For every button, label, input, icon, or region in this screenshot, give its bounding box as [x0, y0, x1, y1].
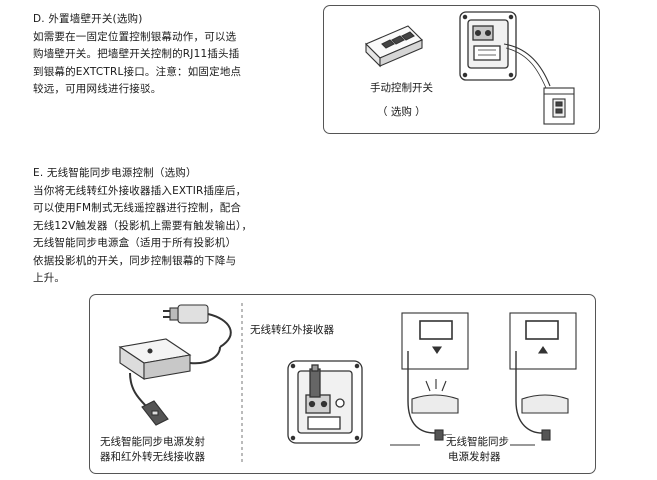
wireless-power-figure: 无线转红外接收器 无线智能同步电源发射 器和红外转无线接收器 无线智能同步 电源…: [89, 294, 596, 474]
receiver-wall-box-icon: [287, 360, 363, 444]
section-e-line: 当你将无线转红外接收器插入EXTIR插座后，: [33, 184, 247, 197]
section-e-line: 依据投影机的开关，同步控制银幕的下降与: [33, 254, 237, 267]
wall-switch-figure: 手动控制开关 （ 选购 ）: [323, 5, 600, 134]
section-d-line: 如需要在一固定位置控制银幕动作，可以选: [33, 30, 237, 43]
control-box-icon: [459, 11, 551, 89]
power-plug-icon: [163, 304, 232, 348]
optional-label: （ 选购 ）: [377, 106, 426, 118]
screen-up-icon: [509, 312, 577, 401]
projector-on-icon: [390, 379, 459, 446]
section-d-line: 到银幕的EXTCTRL接口。注意：如固定地点: [33, 65, 242, 78]
section-e-line: 上升。: [33, 272, 66, 284]
section-d-text: D. 外置墙壁开关(选购) 如需要在一固定位置控制银幕动作，可以选 购墙壁开关。…: [33, 11, 241, 99]
section-e-line: 无线智能同步电源盒（适用于所有投影机）: [33, 237, 237, 249]
wall-switch-illustration: [365, 11, 575, 125]
section-d-line: 购墙壁开关。把墙壁开关控制的RJ11插头插: [33, 48, 240, 60]
section-e-heading: E. 无线智能同步电源控制（选购）: [33, 167, 197, 179]
section-d-heading: D. 外置墙壁开关(选购): [33, 13, 143, 25]
wall-switch-icon: [365, 25, 423, 68]
section-e-line: 无线12V触发器（投影机上需要有触发输出），: [33, 219, 253, 232]
wall-panel-icon: [543, 87, 575, 125]
power-transmitter-label: 无线智能同步 电源发射器: [446, 435, 509, 465]
receiver-label: 无线转红外接收器: [250, 324, 334, 336]
section-e-line: 可以使用FM制式无线遥控器进行控制，配合: [33, 202, 242, 214]
section-d-line: 较远，可用网线进行接驳。: [33, 83, 162, 95]
transmitter-label: 无线智能同步电源发射 器和红外转无线接收器: [100, 436, 205, 463]
transmitter-box-icon: [118, 338, 221, 414]
projector-off-icon: [510, 394, 569, 446]
wireless-power-illustration: [118, 303, 577, 465]
screen-down-icon: [401, 312, 469, 401]
section-e-text: E. 无线智能同步电源控制（选购） 当你将无线转红外接收器插入EXTIR插座后，…: [33, 165, 252, 288]
switch-label: 手动控制开关: [370, 82, 433, 94]
ir-receiver-small-icon: [141, 400, 169, 426]
